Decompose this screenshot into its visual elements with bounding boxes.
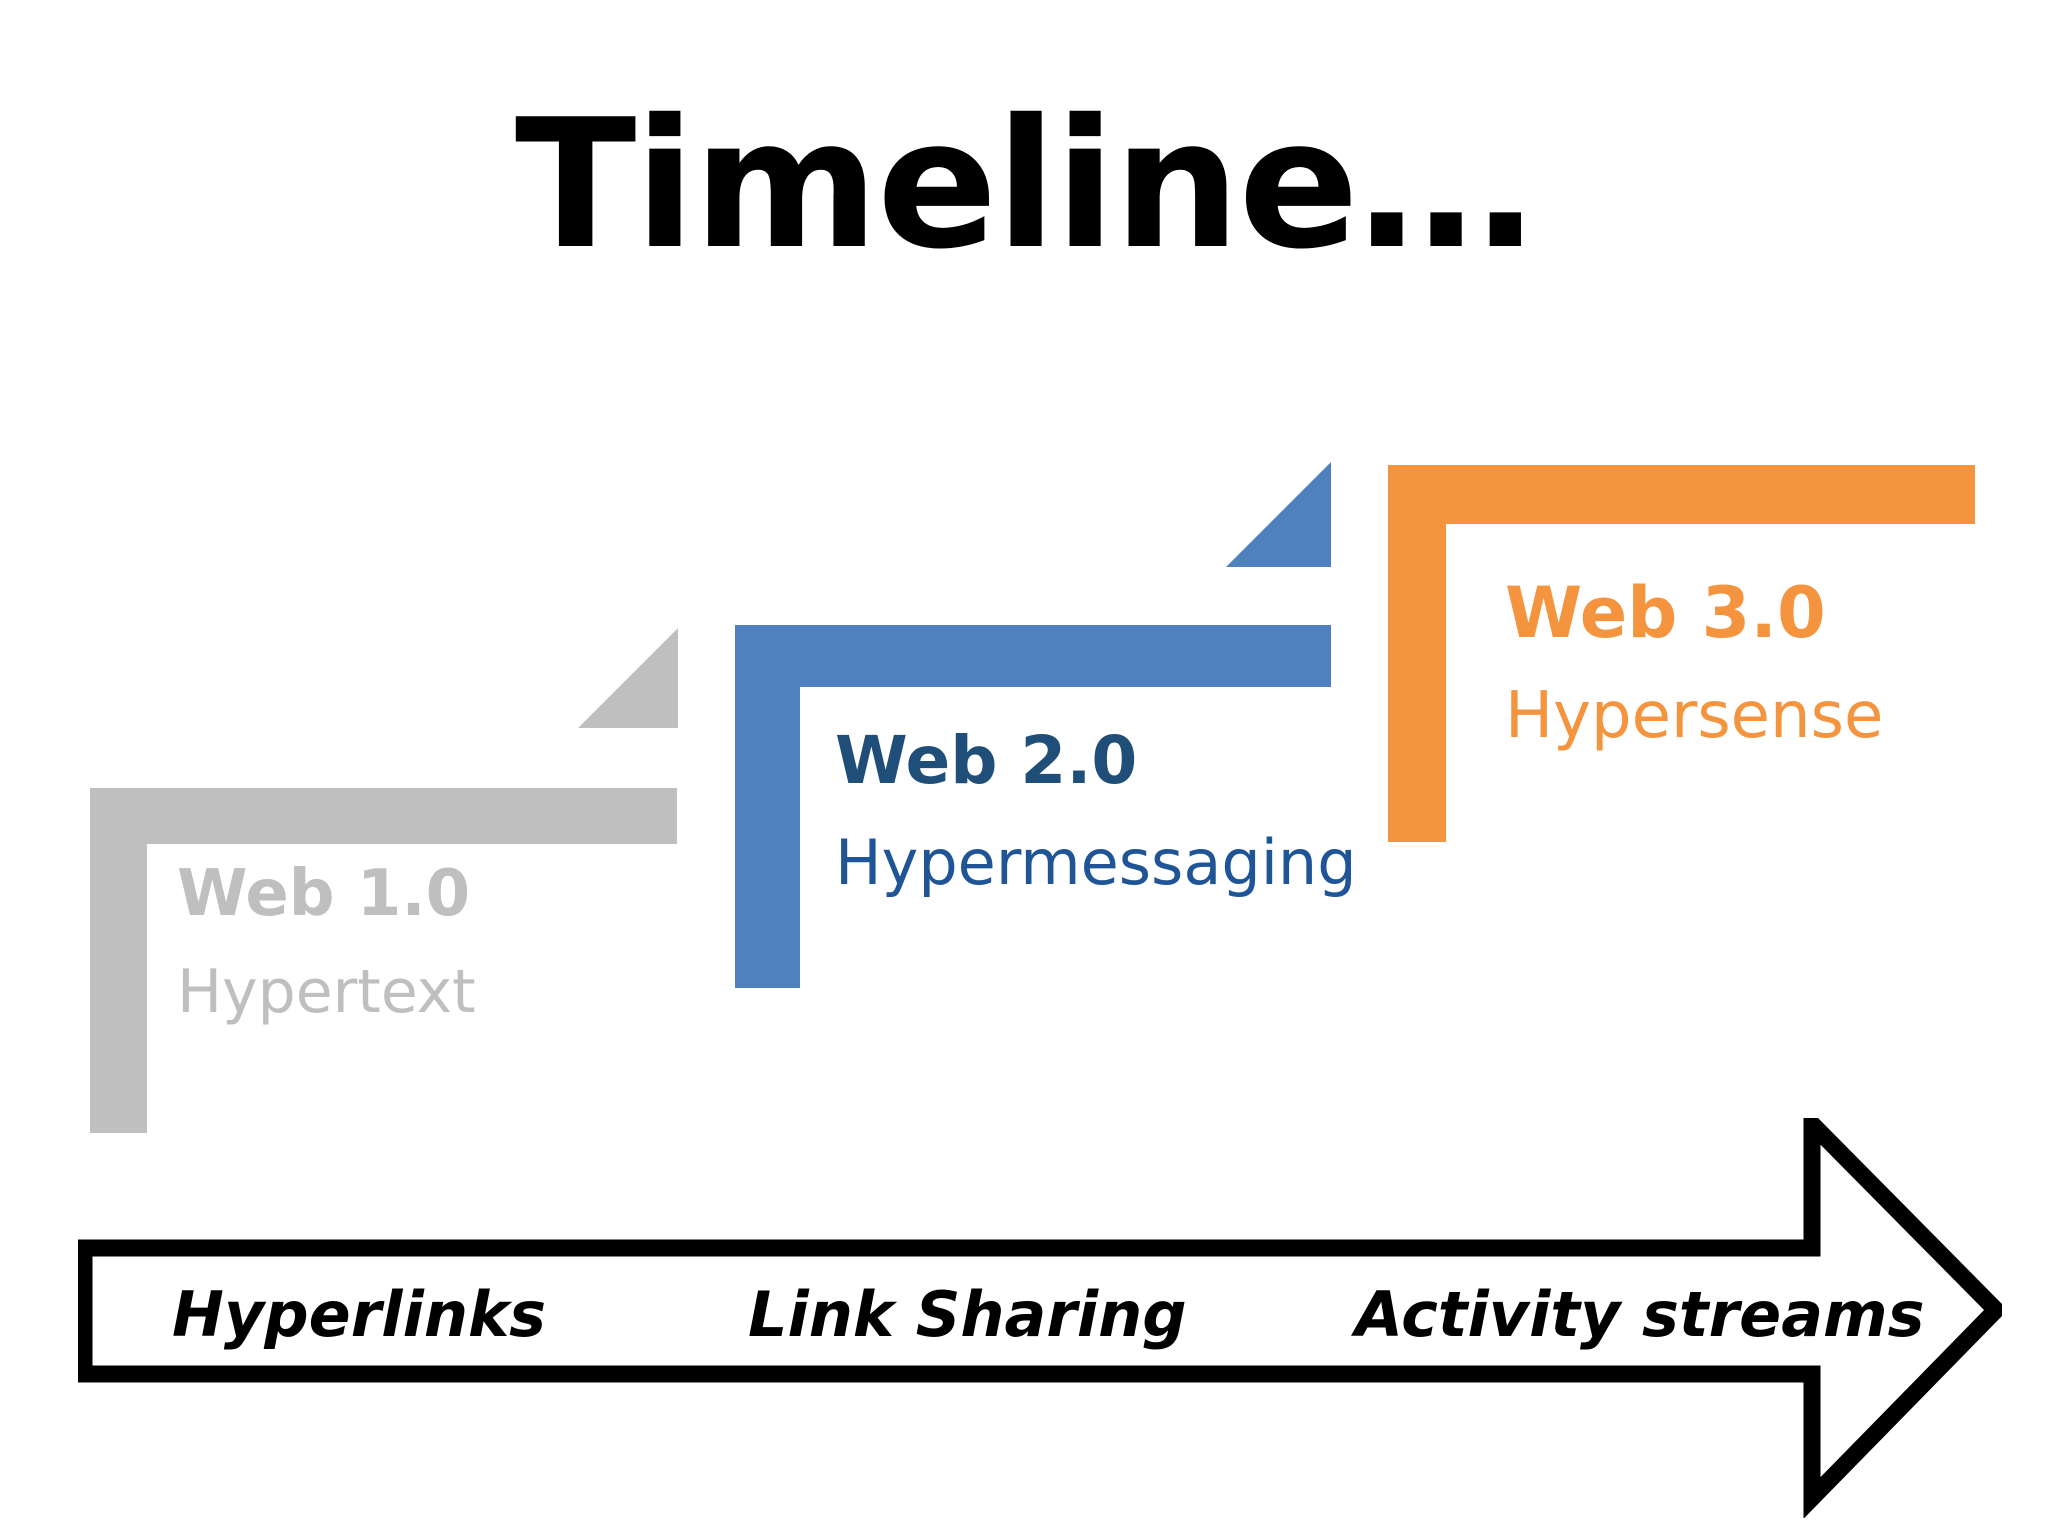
page-title: Timeline… — [514, 81, 1535, 288]
web3-label-group: Web 3.0 Hypersense — [1505, 578, 1883, 748]
web2-bracket-horizontal — [735, 625, 1331, 687]
web1-title: Web 1.0 — [177, 857, 471, 931]
arrow-label-hyperlinks: Hyperlinks — [172, 1278, 547, 1351]
timeline-arrow-shape — [78, 1118, 2002, 1518]
arrow-label-link-sharing: Link Sharing — [748, 1278, 1187, 1351]
web2-title: Web 2.0 — [835, 722, 1138, 799]
web3-bracket-vertical — [1388, 465, 1446, 842]
web2-label-group: Web 2.0 Hypermessaging — [835, 728, 1357, 894]
web3-title: Web 3.0 — [1505, 572, 1826, 654]
timeline-arrow — [78, 1118, 2002, 1518]
arrow-outline — [78, 1118, 2002, 1518]
web1-bracket-vertical — [90, 788, 147, 1133]
web3-subtitle: Hypersense — [1505, 679, 1884, 753]
web1-bracket-horizontal — [90, 788, 677, 844]
web1-subtitle: Hypertext — [177, 957, 476, 1027]
web1-rise-triangle-icon — [578, 628, 678, 728]
web3-bracket-horizontal — [1388, 465, 1975, 524]
web2-subtitle: Hypermessaging — [835, 826, 1357, 899]
web2-rise-triangle-icon — [1226, 462, 1331, 567]
arrow-label-activity-streams: Activity streams — [1355, 1278, 1925, 1351]
web1-label-group: Web 1.0 Hypertext — [177, 862, 476, 1022]
